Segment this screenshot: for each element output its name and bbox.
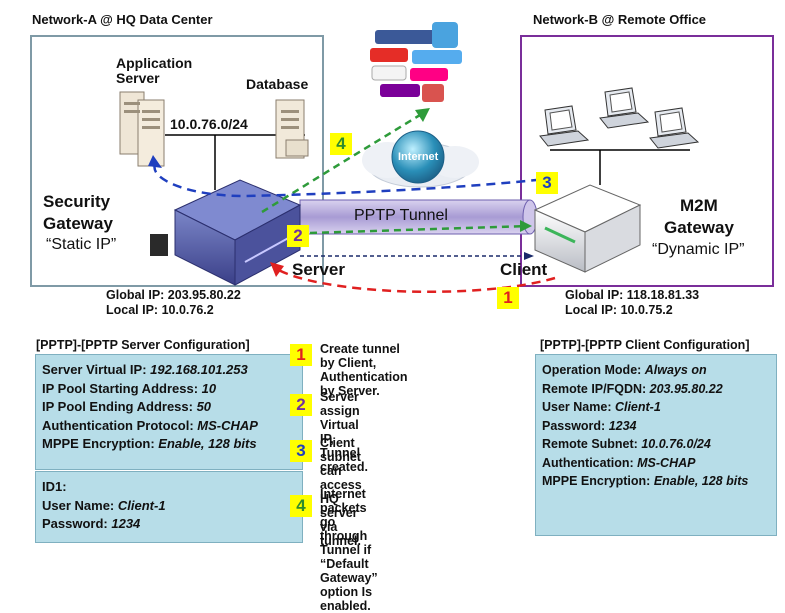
client-config-row: Authentication: MS-CHAP bbox=[542, 455, 696, 470]
gateway-b-local-ip: Local IP: 10.0.75.2 bbox=[565, 303, 673, 317]
m2m-gateway-label-line2: Gateway bbox=[664, 218, 734, 237]
laptop-icon bbox=[649, 107, 700, 149]
client-config-row: Operation Mode: Always on bbox=[542, 363, 707, 377]
security-gateway-label-line2: Gateway bbox=[43, 214, 113, 233]
virtual-ip-path-arrowhead bbox=[520, 220, 532, 232]
server-config-panel: Server Virtual IP: 192.168.101.253 IP Po… bbox=[35, 354, 303, 470]
m2m-gateway-ip-type: “Dynamic IP” bbox=[652, 241, 745, 258]
client-config-row: User Name: Client-1 bbox=[542, 400, 661, 414]
gateway-b-global-ip: Global IP: 118.18.81.33 bbox=[565, 288, 700, 302]
server-config-title: [PPTP]-[PPTP Server Configuration] bbox=[36, 338, 250, 352]
network-b-title: Network-B @ Remote Office bbox=[533, 12, 707, 27]
server-client-arrowhead bbox=[524, 252, 534, 260]
client-access-path-arrowhead bbox=[148, 155, 162, 168]
security-gateway-label-line1: Security bbox=[43, 192, 111, 211]
laptop-icon bbox=[539, 105, 590, 147]
server-id-row: Password: 1234 bbox=[42, 516, 141, 531]
pptp-tunnel-label: PPTP Tunnel bbox=[354, 207, 448, 224]
diagram-badge-step2: 2 bbox=[287, 225, 309, 247]
client-config-row: Password: 1234 bbox=[542, 418, 637, 433]
m2m-gateway-icon bbox=[533, 184, 642, 273]
network-a-subnet: 10.0.76.0/24 bbox=[170, 116, 248, 132]
client-config-row: Remote Subnet: 10.0.76.0/24 bbox=[542, 437, 711, 451]
client-config-row: MPPE Encryption: Enable, 128 bits bbox=[542, 474, 749, 488]
server-config-row: Server Virtual IP: 192.168.101.253 bbox=[42, 362, 248, 377]
internet-path-arrowhead bbox=[415, 108, 430, 122]
client-label: Client bbox=[500, 260, 548, 279]
internet-label: Internet bbox=[398, 151, 439, 163]
network-a-title: Network-A @ HQ Data Center bbox=[32, 12, 213, 27]
client-config-row: Remote IP/FQDN: 203.95.80.22 bbox=[542, 381, 723, 396]
server-id-title: ID1: bbox=[42, 479, 67, 494]
create-tunnel-path-line bbox=[274, 266, 556, 294]
virtual-ip-path-line bbox=[309, 224, 529, 235]
server-label: Server bbox=[292, 260, 345, 279]
server-id-panel: ID1: User Name: Client-1 Password: 1234 bbox=[35, 471, 303, 543]
client-config-title: [PPTP]-[PPTP Client Configuration] bbox=[540, 338, 750, 352]
network-b-box bbox=[520, 35, 774, 287]
database-server-icon bbox=[275, 99, 309, 159]
gateway-a-local-ip: Local IP: 10.0.76.2 bbox=[106, 303, 214, 317]
m2m-gateway-label-line1: M2M bbox=[680, 196, 718, 215]
create-tunnel-path-arrowhead bbox=[270, 262, 284, 277]
server-config-row: IP Pool Ending Address: 50 bbox=[42, 399, 212, 414]
application-server-icon bbox=[119, 91, 165, 167]
database-label: Database bbox=[246, 76, 309, 92]
gateway-a-global-ip: Global IP: 203.95.80.22 bbox=[106, 288, 241, 302]
application-server-label: Application Server bbox=[116, 55, 193, 86]
security-gateway-ip-type: “Static IP” bbox=[46, 236, 117, 253]
server-config-row: Authentication Protocol: MS-CHAP bbox=[42, 417, 258, 433]
network-a-box bbox=[30, 35, 324, 287]
topology-diagram bbox=[119, 22, 700, 294]
internet-path-line bbox=[261, 113, 421, 214]
internet-globe-icon bbox=[391, 130, 445, 184]
server-config-row: IP Pool Starting Address: 10 bbox=[42, 380, 217, 396]
diagram-badge-step4: 4 bbox=[330, 133, 352, 155]
web-services-icon bbox=[370, 22, 462, 102]
client-config-panel: Operation Mode: Always on Remote IP/FQDN… bbox=[535, 354, 777, 536]
server-id-row: User Name: Client-1 bbox=[42, 497, 166, 513]
server-config-row: MPPE Encryption: Enable, 128 bits bbox=[42, 436, 257, 451]
laptop-icon bbox=[599, 87, 650, 129]
diagram-badge-step3: 3 bbox=[536, 172, 558, 194]
diagram-badge-step1: 1 bbox=[497, 287, 519, 309]
